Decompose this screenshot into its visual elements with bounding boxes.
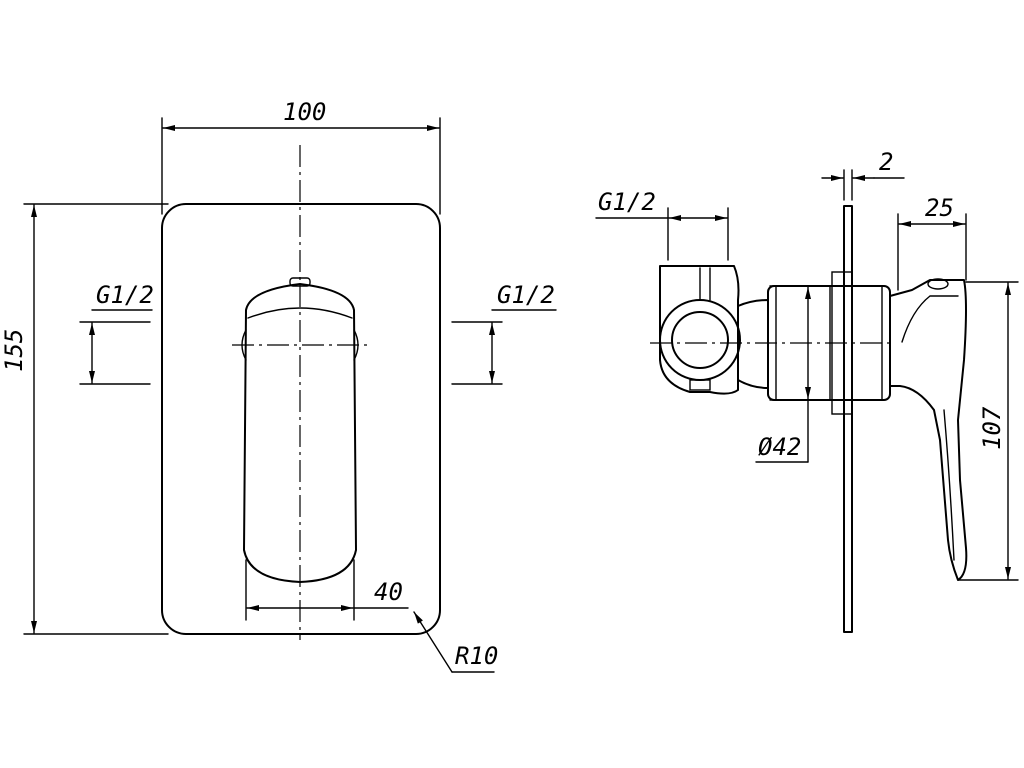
handle-knob: [289, 277, 311, 287]
handle-height-label: 107: [978, 406, 1006, 450]
handle-outline: [243, 283, 357, 583]
side-view: 2 G1/2 25 Ø42 107: [595, 148, 1019, 633]
height-label: 155: [0, 329, 28, 372]
radius-label: R10: [455, 642, 498, 670]
handle-top-curve: [247, 307, 353, 319]
left-inlet-label: G1/2: [96, 281, 154, 309]
body-neck: [737, 299, 769, 389]
handle-right-lug: [353, 329, 359, 361]
lever-handle-face: [943, 409, 955, 561]
radius-leader: [413, 611, 453, 673]
lever-handle-outline: [889, 279, 968, 581]
handle-left-lug: [241, 329, 247, 361]
inlet-port-bottom-nut: [689, 379, 711, 391]
inlet-port-inner: [671, 311, 729, 369]
handle-depth-label: 25: [925, 194, 954, 222]
front-view: 100 155 G1/2 G1/2 40 R10: [0, 98, 557, 673]
body-diameter-label: Ø42: [758, 433, 801, 461]
width-label: 100: [283, 98, 326, 126]
inlet-elbow-outline: [659, 265, 740, 395]
lever-cap: [927, 278, 949, 290]
handle-width-label: 40: [374, 578, 403, 606]
cartridge-collar: [831, 271, 853, 415]
right-inlet-label: G1/2: [497, 281, 555, 309]
cover-plate-outline: [161, 203, 441, 635]
wall-plate: [843, 205, 853, 633]
lever-handle-inner: [901, 295, 959, 343]
side-inlet-label: G1/2: [598, 188, 656, 216]
plate-thickness-label: 2: [879, 148, 893, 176]
cartridge-body: [767, 285, 891, 401]
